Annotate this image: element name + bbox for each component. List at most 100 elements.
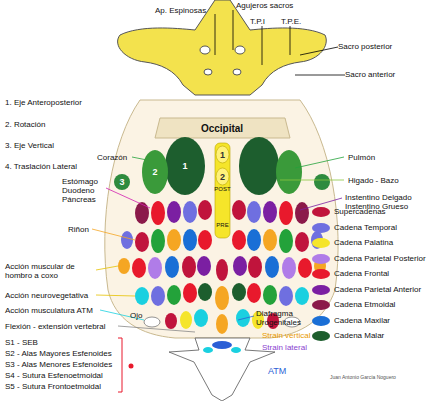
callout-number: 1 bbox=[216, 150, 229, 159]
label-text: Ojo bbox=[130, 311, 142, 320]
leader-line bbox=[92, 229, 135, 240]
chain-oval bbox=[135, 202, 149, 224]
atm-oval bbox=[231, 347, 241, 353]
green-shape bbox=[239, 137, 279, 195]
shape-fill bbox=[216, 146, 229, 163]
chain-oval bbox=[183, 229, 197, 251]
sacral-foramen bbox=[200, 46, 210, 54]
chain-oval bbox=[198, 200, 212, 220]
label-text: Riñon bbox=[68, 225, 89, 234]
leader-line bbox=[233, 10, 234, 50]
shape-fill bbox=[114, 174, 130, 190]
chain-oval bbox=[167, 201, 181, 223]
chain-oval bbox=[198, 283, 212, 301]
legend-text: Cadena Parietal Posterior bbox=[334, 254, 426, 264]
label-text: Occipital bbox=[170, 123, 274, 134]
label-text: S3 - Alas Menores Esfenoides bbox=[5, 360, 112, 369]
label-text: Strain lateral bbox=[262, 343, 307, 352]
chain-oval bbox=[197, 256, 211, 276]
legend-swatch bbox=[312, 207, 330, 217]
leader-line bbox=[96, 295, 135, 296]
leader-line bbox=[215, 14, 216, 55]
sacral-foramen bbox=[204, 69, 212, 75]
chain-oval bbox=[183, 283, 197, 303]
chain-shape: 1 bbox=[165, 137, 205, 195]
leader-line bbox=[280, 180, 344, 181]
body-outline bbox=[105, 100, 338, 338]
chain-shape: 2 bbox=[142, 150, 168, 194]
shape-fill bbox=[142, 150, 168, 194]
leader-line bbox=[262, 26, 263, 65]
label-text: Acción muscular de hombro a coxo bbox=[5, 262, 97, 280]
leader-line bbox=[295, 75, 345, 76]
legend-text: Supercadenas bbox=[334, 207, 386, 217]
sacral-foramen bbox=[233, 69, 241, 75]
label-text: Diafragma Urogenitales bbox=[256, 309, 308, 327]
legend-swatch bbox=[312, 238, 330, 248]
sacral-foramen bbox=[235, 46, 245, 54]
label-text: Acción neurovegetativa bbox=[5, 291, 88, 300]
label-text: S5 - Sutura Frontoetmoidal bbox=[5, 382, 101, 391]
label-text: Ap. Espinosas bbox=[155, 6, 206, 15]
callout-number: 3 bbox=[114, 178, 130, 187]
atm-oval bbox=[203, 347, 213, 353]
legend-text: Cadena Etmoidal bbox=[334, 300, 395, 310]
chain-oval bbox=[151, 201, 165, 225]
label-text: T.P.E. bbox=[281, 17, 301, 26]
chain-oval bbox=[135, 287, 149, 305]
chain-oval bbox=[180, 311, 192, 329]
label-text: S4 - Sutura Esfenoetmoidal bbox=[5, 371, 103, 380]
chain-shape: 1 bbox=[216, 146, 229, 163]
legend-swatch bbox=[312, 316, 330, 326]
legend-swatch bbox=[312, 331, 330, 341]
chain-oval bbox=[118, 258, 130, 274]
atm-oval bbox=[212, 341, 232, 349]
chain-oval bbox=[167, 285, 181, 305]
chain-oval bbox=[151, 286, 165, 306]
lower-bone bbox=[169, 338, 275, 401]
chain-group-mirror bbox=[232, 200, 326, 329]
chain-shape: 2 bbox=[216, 168, 229, 185]
label-text: Corazón bbox=[97, 153, 127, 162]
callout-number: 1 bbox=[165, 162, 205, 171]
label-text: Agujeros sacros bbox=[236, 1, 293, 10]
label-text: POST bbox=[212, 186, 233, 193]
chain-oval bbox=[216, 259, 228, 281]
chain-oval bbox=[151, 229, 165, 253]
chain-group bbox=[118, 200, 212, 329]
chain-shape: 3 bbox=[114, 174, 130, 190]
legend-swatch bbox=[312, 300, 330, 310]
label-text: Flexión - extensión vertebral bbox=[5, 322, 106, 331]
label-text: 4. Traslación Lateral bbox=[5, 162, 77, 171]
label-text: ATM bbox=[268, 366, 286, 376]
legend-text: Cadena Maxilar bbox=[334, 316, 390, 326]
leader-line bbox=[295, 157, 344, 168]
label-text: S1 - SEB bbox=[5, 338, 38, 347]
label-text: Acción musculatura ATM bbox=[5, 306, 93, 315]
label-text: T.P.I bbox=[250, 17, 265, 26]
legend-text: Cadena Malar bbox=[334, 331, 384, 341]
chain-oval bbox=[183, 201, 197, 223]
leader-line bbox=[118, 326, 195, 332]
leader-line bbox=[106, 188, 150, 208]
green-shape bbox=[314, 174, 330, 190]
leader-line bbox=[300, 47, 338, 55]
leader-line bbox=[238, 316, 254, 320]
callout-number: 2 bbox=[216, 172, 229, 181]
legend-swatch bbox=[312, 223, 330, 233]
label-text: Higado - Bazo bbox=[348, 176, 399, 185]
legend-swatch bbox=[312, 269, 330, 279]
eye-oval bbox=[144, 317, 160, 327]
callout-number: 2 bbox=[142, 168, 168, 177]
bracket bbox=[118, 338, 122, 392]
label-text: PRE bbox=[212, 222, 233, 229]
chain-oval bbox=[182, 256, 196, 278]
strain-oval bbox=[216, 314, 228, 334]
chain-oval bbox=[194, 309, 208, 327]
label-text: 2. Rotación bbox=[5, 120, 45, 129]
legend-text: Cadena Frontal bbox=[334, 269, 389, 279]
label-text: Estómago Duodeno Páncreas bbox=[62, 177, 108, 204]
label-text: Pulmón bbox=[348, 153, 375, 162]
leader-line bbox=[96, 266, 118, 270]
